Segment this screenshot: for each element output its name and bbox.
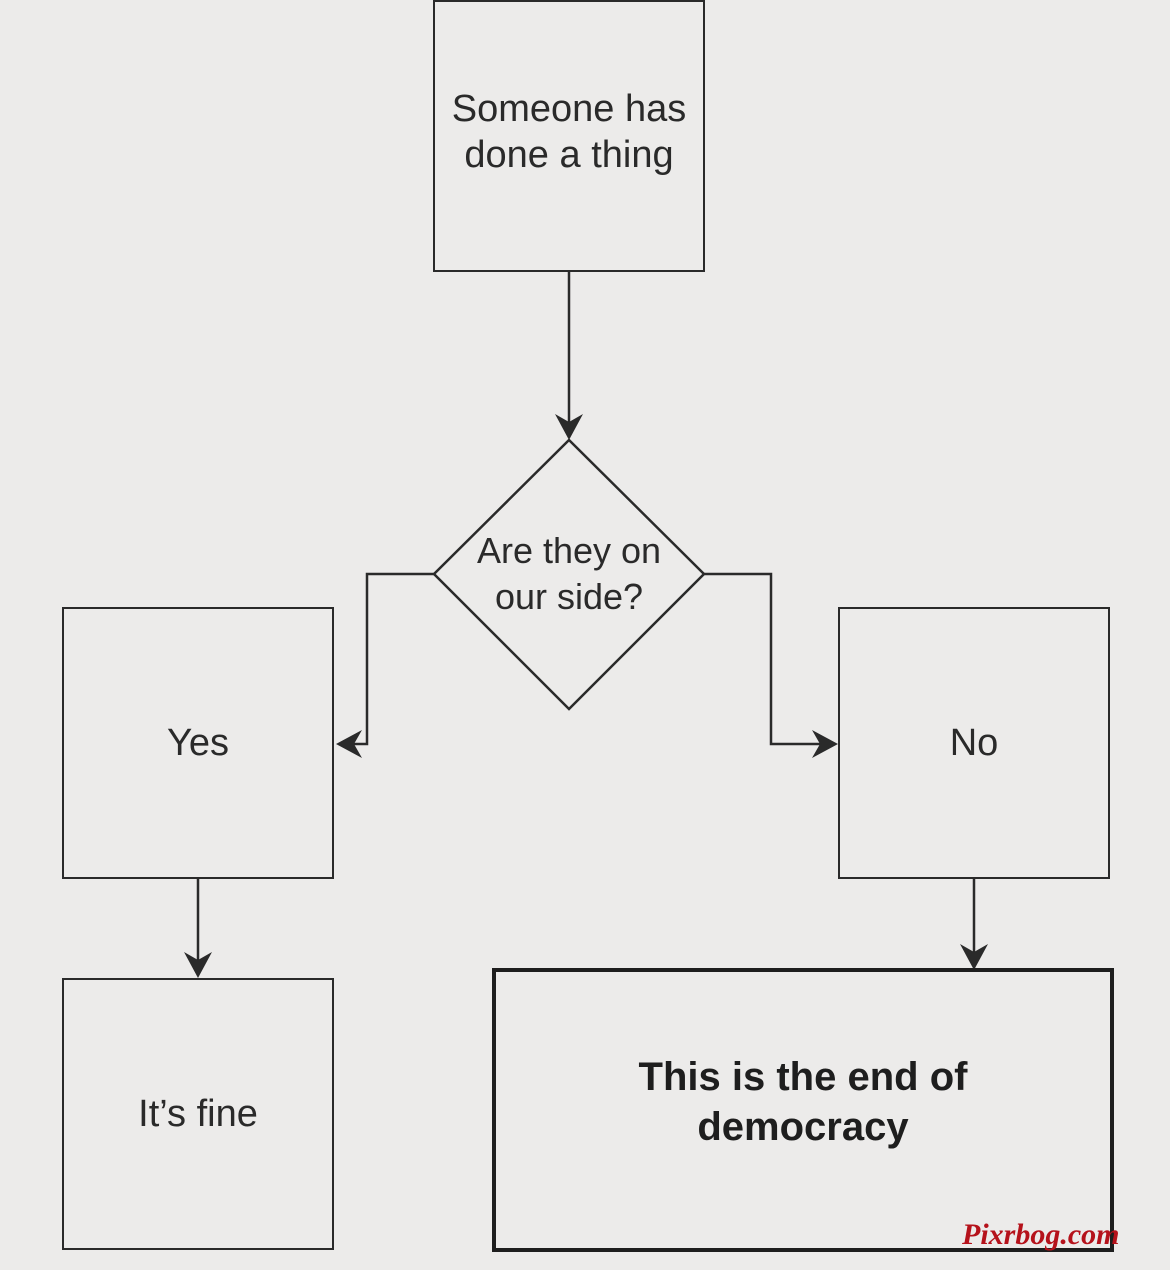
fine-box: It’s fine bbox=[62, 978, 334, 1250]
fine-box-label: It’s fine bbox=[138, 1093, 258, 1135]
no-box: No bbox=[838, 607, 1110, 879]
end-of-democracy-box: This is the end of democracy bbox=[492, 968, 1114, 1252]
yes-box: Yes bbox=[62, 607, 334, 879]
arrowhead-left-yes bbox=[336, 730, 362, 758]
yes-box-label: Yes bbox=[167, 722, 229, 764]
connector-decision-to-yes bbox=[348, 572, 434, 746]
arrowhead-down-decision bbox=[555, 414, 583, 440]
end-box-label: This is the end of democracy bbox=[638, 1055, 968, 1149]
arrowhead-down-fine bbox=[184, 952, 212, 978]
decision-diamond bbox=[432, 438, 706, 711]
connector-decision-to-no bbox=[704, 572, 826, 746]
arrowhead-down-end bbox=[960, 944, 988, 970]
watermark-logo: Pixrbog.com bbox=[962, 1218, 1120, 1251]
start-box-label: Someone has done a thing bbox=[451, 88, 687, 176]
start-box: Someone has done a thing bbox=[433, 0, 705, 272]
no-box-label: No bbox=[949, 722, 999, 764]
decision-label: Are they on our side? bbox=[476, 530, 662, 617]
arrowhead-right-no bbox=[812, 730, 838, 758]
